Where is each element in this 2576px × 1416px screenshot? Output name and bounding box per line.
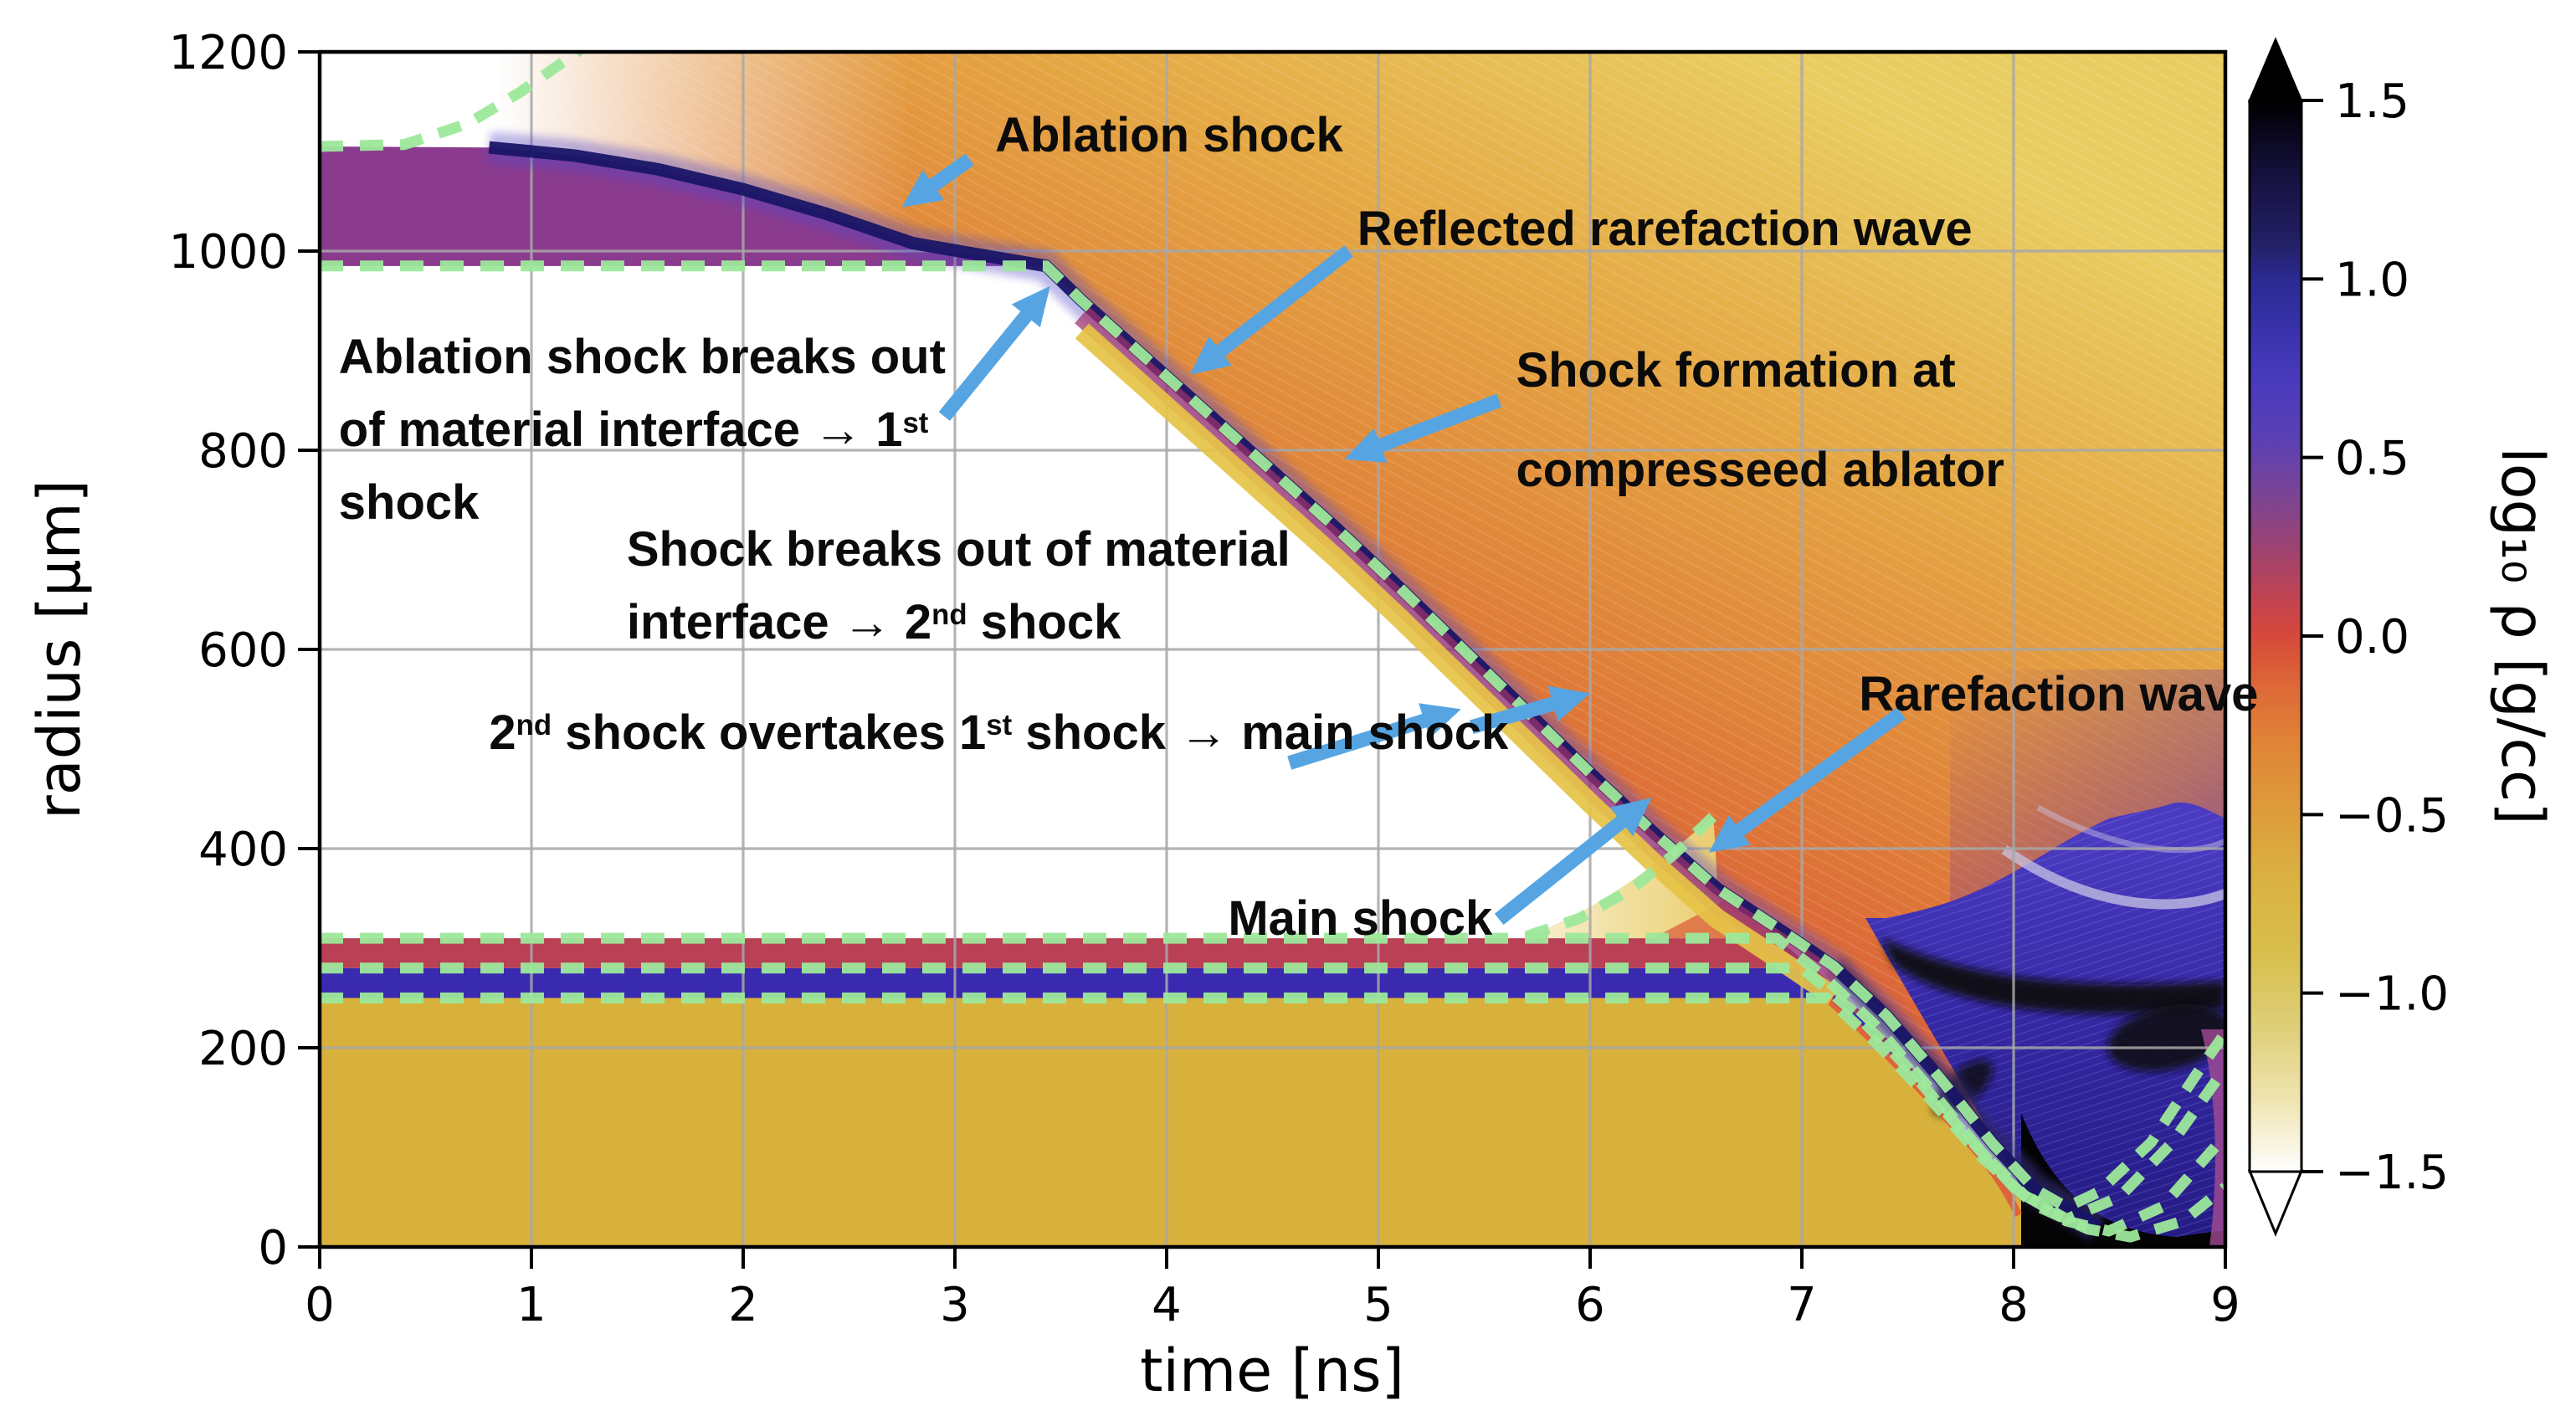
y-tick-label: 0 <box>258 1221 288 1275</box>
colorbar-tick-label: 0.5 <box>2335 432 2409 486</box>
axis-ticks <box>298 50 2227 1269</box>
colorbar-ticks: 1.5 1.0 0.5 0.0 −0.5 −1.0 −1.5 <box>2301 74 2449 1200</box>
colorbar-tick-label: 1.0 <box>2335 253 2409 307</box>
dense-shell-texture <box>1865 808 2225 1247</box>
compressed-ablator-fringe <box>1075 306 1840 990</box>
colorbar-tick-label: 0.0 <box>2335 610 2409 664</box>
arrow-ablation-shock <box>901 153 974 208</box>
plot-regions <box>320 52 2225 1247</box>
x-tick-label: 2 <box>728 1278 758 1332</box>
colorbar-tick-label: −1.5 <box>2335 1146 2449 1200</box>
arrow-rarefaction-wave <box>1708 707 1906 853</box>
interface-dashed-interface-250um <box>320 993 2225 1243</box>
x-tick-label: 3 <box>940 1278 970 1332</box>
x-tick-label: 9 <box>2210 1278 2240 1332</box>
black-density-wisp <box>1881 937 2225 1014</box>
y-tick-label: 600 <box>198 623 288 678</box>
material-interfaces-dashed <box>320 52 2225 1243</box>
y-tick-label: 800 <box>198 424 288 479</box>
black-blob <box>2107 1003 2225 1072</box>
x-tick-label: 0 <box>305 1278 335 1332</box>
x-tick-label: 6 <box>1575 1278 1605 1332</box>
gold-fringe <box>1075 323 1840 1005</box>
arrow-main-shock <box>1494 798 1652 926</box>
foam-blue-band <box>320 967 2225 1238</box>
corona-contour-texture <box>320 52 2225 1247</box>
arrow-first-shock-breakout <box>938 285 1050 421</box>
y-axis-label: radius [μm] <box>25 480 94 819</box>
colorbar-tick-label: 1.5 <box>2335 74 2409 129</box>
interface-dashed-ablator-inner-interface-then-shock <box>320 260 2225 1213</box>
y-tick-label: 200 <box>198 1022 288 1076</box>
arrow-main-shock-formed <box>1470 685 1590 734</box>
arrow-second-shock-breakout <box>1287 703 1461 770</box>
x-axis-label: time [ns] <box>1140 1336 1404 1405</box>
x-tick-label: 8 <box>1999 1278 2029 1332</box>
interface-dashed-ablator-outer-surface <box>320 52 588 152</box>
colorbar-extend-top-arrow <box>2247 37 2304 103</box>
y-tick-label: 400 <box>198 823 288 877</box>
colorbar: 1.5 1.0 0.5 0.0 −0.5 −1.0 −1.5 log₁₀ ρ [g/cc] <box>2247 37 2557 1237</box>
foam-red-band <box>320 938 2225 1231</box>
axis-tick-labels: 0 1 2 3 4 5 6 7 8 9 0 200 400 600 800 1000 1200 <box>168 26 2240 1332</box>
arrow-shock-formation-at-compressed-ablator <box>1344 393 1502 463</box>
colorbar-gradient-bar <box>2248 99 2303 1173</box>
annotation-arrows <box>901 153 1906 926</box>
x-tick-label: 7 <box>1787 1278 1817 1332</box>
x-tick-label: 4 <box>1152 1278 1182 1332</box>
foam-gold-fill <box>320 998 2225 1247</box>
arrow-reflected-rarefaction-wave <box>1189 245 1353 375</box>
y-tick-label: 1200 <box>168 26 288 80</box>
interface-dashed-interface-310um <box>320 932 2225 1225</box>
colorbar-label: log₁₀ ρ [g/cc] <box>2488 447 2557 824</box>
colorbar-extend-bottom-arrow <box>2247 1169 2304 1237</box>
pale-contour-arc <box>2001 845 2225 910</box>
x-tick-label: 5 <box>1363 1278 1393 1332</box>
region-foam-layers <box>320 938 2225 1247</box>
x-tick-label: 1 <box>516 1278 547 1332</box>
colorbar-tick-label: −1.0 <box>2335 967 2449 1022</box>
y-tick-label: 1000 <box>168 225 288 280</box>
colorbar-tick-label: −0.5 <box>2335 788 2449 843</box>
